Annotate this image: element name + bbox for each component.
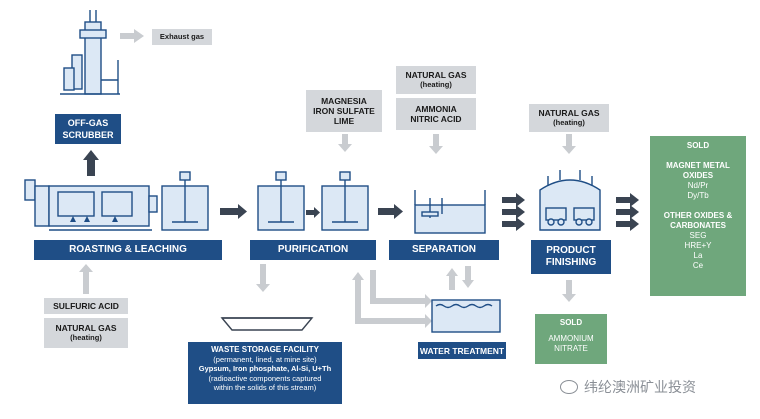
arrow-to-purification xyxy=(220,204,247,219)
purification-label: PURIFICATION xyxy=(250,240,376,260)
off-gas-scrubber-text: OFF-GAS SCRUBBER xyxy=(62,118,114,140)
triple-arrows-sold xyxy=(616,193,639,231)
waste-down-arrow xyxy=(256,264,270,292)
magnesia-text: MAGNESIA IRON SULFATE LIME xyxy=(313,96,375,126)
sold-item-ndpr: Nd/Pr xyxy=(687,181,709,190)
off-gas-scrubber-label: OFF-GAS SCRUBBER xyxy=(55,114,121,144)
waste-line4: within the solids of this stream) xyxy=(213,383,317,392)
ammonia-text: AMMONIA NITRIC ACID xyxy=(410,104,462,124)
sold-item-hrey: HRE+Y xyxy=(684,241,712,250)
waste-storage-box: WASTE STORAGE FACILITY (permanent, lined… xyxy=(188,342,342,404)
natural-gas-roast-text: NATURAL GAS xyxy=(55,323,117,333)
waste-title: WASTE STORAGE FACILITY xyxy=(211,345,319,354)
separation-tanks xyxy=(414,190,486,234)
natural-gas-sep-box: NATURAL GAS (heating) xyxy=(396,66,476,94)
sulfuric-acid-box: SULFURIC ACID xyxy=(44,298,128,314)
exhaust-arrow xyxy=(120,29,144,43)
scrubber-equipment xyxy=(60,10,120,95)
natural-gas-fin-text: NATURAL GAS xyxy=(538,108,600,118)
natural-gas-fin-sub: (heating) xyxy=(553,118,585,127)
water-treatment-text: WATER TREATMENT xyxy=(419,345,505,356)
recycle-arrows xyxy=(352,270,432,328)
purification-text: PURIFICATION xyxy=(277,244,349,255)
natural-gas-roast-box: NATURAL GAS (heating) xyxy=(44,318,128,348)
waste-line3: (radioactive components captured xyxy=(208,373,322,383)
waste-pond xyxy=(220,317,314,331)
leach-tank xyxy=(161,171,209,231)
sold-ammonium-box: SOLD AMMONIUM NITRATE xyxy=(535,314,607,364)
input-arrows xyxy=(338,134,576,154)
waste-line2: Gypsum, Iron phosphate, Al-Si, U+Th xyxy=(198,364,332,373)
waste-line1: (permanent, lined, at mine site) xyxy=(213,354,317,364)
water-treatment-tank xyxy=(431,299,501,333)
sold-ammonium-product: AMMONIUM NITRATE xyxy=(548,334,594,353)
triple-arrows-finishing xyxy=(502,193,525,231)
purification-tanks xyxy=(257,171,369,231)
sold-group1: MAGNET METAL OXIDES xyxy=(666,161,730,180)
sold-ammonium-title: SOLD xyxy=(559,318,583,327)
watermark-text: 纬纶澳洲矿业投资 xyxy=(584,379,696,395)
furnace-equipment xyxy=(539,170,601,231)
sold-item-ce: Ce xyxy=(692,261,704,270)
natural-gas-fin-box: NATURAL GAS (heating) xyxy=(529,104,609,132)
sold-item-dytb: Dy/Tb xyxy=(687,191,709,200)
ammonium-down-arrow xyxy=(562,280,576,302)
arrow-to-separation xyxy=(378,204,403,219)
exhaust-gas-label: Exhaust gas xyxy=(152,29,212,45)
magnesia-box: MAGNESIA IRON SULFATE LIME xyxy=(306,90,382,132)
kiln-equipment xyxy=(24,179,158,231)
ammonia-box: AMMONIA NITRIC ACID xyxy=(396,98,476,130)
sep-water-arrows xyxy=(446,266,474,290)
watermark: 纬纶澳洲矿业投资 xyxy=(560,376,750,398)
wechat-icon xyxy=(560,380,578,394)
sold-main-box: SOLD MAGNET METAL OXIDES Nd/Pr Dy/Tb OTH… xyxy=(650,136,746,296)
separation-label: SEPARATION xyxy=(389,240,499,260)
roasting-leaching-text: ROASTING & LEACHING xyxy=(69,244,187,255)
natural-gas-sep-text: NATURAL GAS xyxy=(405,70,467,80)
small-dark-arrow xyxy=(306,207,320,218)
product-finishing-text: PRODUCT FINISHING xyxy=(545,245,597,268)
roasting-leaching-label: ROASTING & LEACHING xyxy=(34,240,222,260)
exhaust-gas-text: Exhaust gas xyxy=(159,32,205,41)
natural-gas-sep-sub: (heating) xyxy=(420,80,452,89)
product-finishing-label: PRODUCT FINISHING xyxy=(531,240,611,274)
sold-item-seg: SEG xyxy=(689,231,707,240)
sold-item-la: La xyxy=(693,251,703,260)
up-arrow-scrubber xyxy=(83,150,99,176)
water-treatment-label: WATER TREATMENT xyxy=(418,342,506,359)
sold-group2: OTHER OXIDES & CARBONATES xyxy=(663,211,733,230)
kiln-flame-marks xyxy=(70,216,118,222)
sulfuric-up-arrow xyxy=(79,264,93,294)
sold-main-title: SOLD xyxy=(686,141,710,150)
natural-gas-roast-sub: (heating) xyxy=(70,333,102,342)
separation-text: SEPARATION xyxy=(411,244,477,255)
sulfuric-acid-text: SULFURIC ACID xyxy=(53,301,119,311)
